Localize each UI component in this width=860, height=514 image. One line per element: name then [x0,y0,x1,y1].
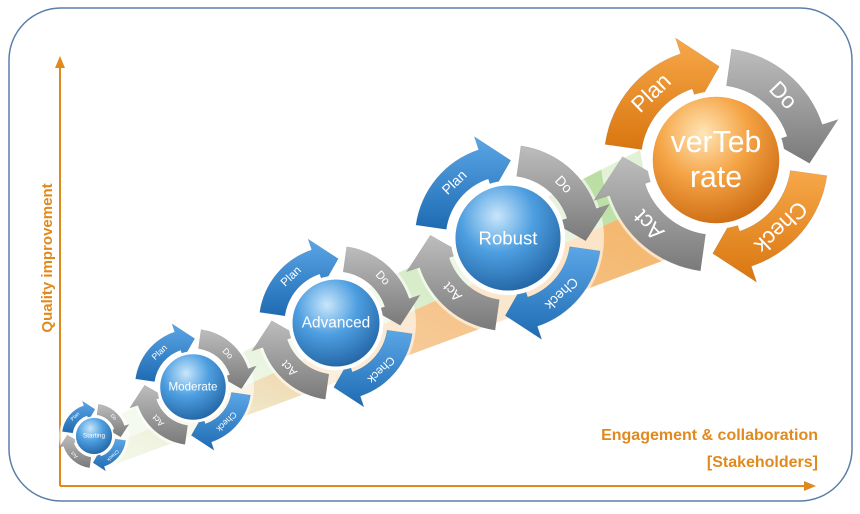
stage-name: Advanced [302,315,370,332]
cycle-arrow-do [516,145,611,242]
y-axis-arrowhead [55,56,65,68]
stage-name: verTeb [671,126,762,159]
cycle-arrow-check [504,246,601,341]
stage-name: Moderate [169,381,218,394]
cycle-label-act: Act [70,449,80,459]
cycle-arrow-check [190,392,251,451]
stage-center-ball [157,351,229,423]
stage-center-ball [74,416,114,456]
x-axis-arrowhead [804,481,816,491]
cycle-arrow-act [251,320,330,400]
stage-name: Starting [83,433,105,440]
stage-name: Robust [479,228,539,249]
cycle-label-do: Do [109,413,118,422]
stage-name: rate [690,161,742,194]
cycle-arrow-plan [61,400,96,434]
y-axis-label: Quality improvement [39,183,56,332]
frame-border [8,7,853,502]
cycle-label-plan: Plan [70,411,82,422]
cycle-arrow-do [342,246,421,326]
x-axis-label-line2: [Stakeholders] [707,454,818,471]
cycle-arrow-act [58,434,92,469]
stage-center-ball [450,180,566,296]
cycle-arrow-check [712,170,828,283]
cycle-arrow-check [333,329,413,408]
stage-center-ball [288,275,384,371]
cycle-arrow-act [593,156,706,272]
cycle-arrow-act [405,234,500,331]
cycle-arrow-plan [135,323,196,382]
cycle-arrow-plan [259,238,339,317]
cycle-arrow-check [92,438,127,472]
stage-center-ball [647,91,785,229]
cycle-arrow-do [198,329,257,390]
cycle-arrow-plan [415,135,512,230]
cycle-arrow-act [129,384,188,445]
cycle-arrow-plan [604,37,720,150]
cycle-arrow-do [96,403,130,438]
x-axis-label-line1: Engagement & collaboration [601,427,818,444]
cycle-arrow-do [726,48,839,164]
